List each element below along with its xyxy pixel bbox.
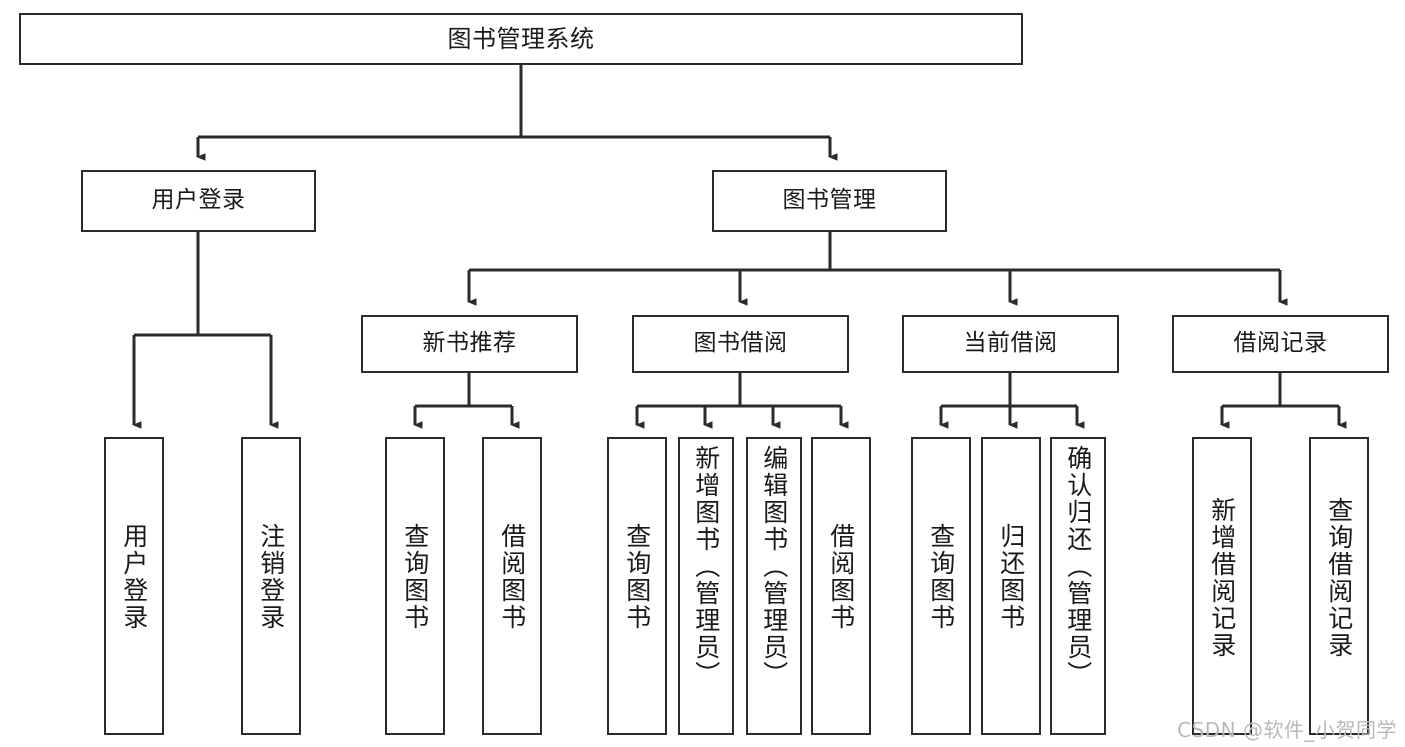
- node-leaf-confirm-return[interactable]: 确认归还（管理员）: [1050, 437, 1106, 735]
- node-book-management-system[interactable]: 图书管理系统: [19, 13, 1023, 65]
- node-leaf-query-book-1[interactable]: 查询图书: [385, 437, 445, 735]
- node-label: 图书管理系统: [447, 24, 595, 53]
- node-label: 查询借阅记录: [1324, 497, 1354, 659]
- node-label: 当前借阅: [963, 330, 1058, 357]
- node-borrowing-record[interactable]: 借阅记录: [1172, 315, 1389, 373]
- node-leaf-borrow-book-1[interactable]: 借阅图书: [482, 437, 542, 735]
- watermark-text: CSDN @软件_小贺同学: [1177, 718, 1397, 742]
- node-leaf-query-record[interactable]: 查询借阅记录: [1309, 437, 1369, 735]
- node-book-borrowing[interactable]: 图书借阅: [632, 315, 849, 373]
- node-label: 查询图书: [622, 523, 652, 631]
- node-label: 查询图书: [400, 523, 430, 631]
- node-label: 图书管理: [782, 187, 877, 214]
- node-leaf-edit-book[interactable]: 编辑图书（管理员）: [746, 437, 802, 735]
- node-book-management[interactable]: 图书管理: [712, 170, 947, 232]
- node-leaf-logout[interactable]: 注销登录: [241, 437, 301, 735]
- node-leaf-user-login[interactable]: 用户登录: [104, 437, 164, 735]
- node-leaf-add-book[interactable]: 新增图书（管理员）: [678, 437, 734, 735]
- node-label: 编辑图书（管理员）: [759, 445, 789, 688]
- node-user-login[interactable]: 用户登录: [81, 170, 316, 232]
- node-current-borrowing[interactable]: 当前借阅: [902, 315, 1119, 373]
- node-leaf-add-record[interactable]: 新增借阅记录: [1192, 437, 1252, 735]
- node-label: 新增借阅记录: [1207, 497, 1237, 659]
- node-leaf-query-book-3[interactable]: 查询图书: [911, 437, 971, 735]
- node-label: 新书推荐: [422, 330, 517, 357]
- node-label: 借阅记录: [1233, 330, 1328, 357]
- node-leaf-query-book-2[interactable]: 查询图书: [607, 437, 667, 735]
- node-label: 借阅图书: [826, 523, 856, 631]
- node-label: 归还图书: [996, 523, 1026, 631]
- node-label: 借阅图书: [497, 523, 527, 631]
- node-new-book-recommendation[interactable]: 新书推荐: [361, 315, 578, 373]
- node-leaf-return-book[interactable]: 归还图书: [981, 437, 1041, 735]
- node-label: 用户登录: [119, 523, 149, 631]
- node-leaf-borrow-book-2[interactable]: 借阅图书: [811, 437, 871, 735]
- node-label: 用户登录: [151, 187, 246, 214]
- node-label: 确认归还（管理员）: [1063, 445, 1093, 688]
- node-label: 图书借阅: [693, 330, 788, 357]
- node-label: 注销登录: [256, 523, 286, 631]
- node-label: 查询图书: [926, 523, 956, 631]
- node-label: 新增图书（管理员）: [691, 445, 721, 688]
